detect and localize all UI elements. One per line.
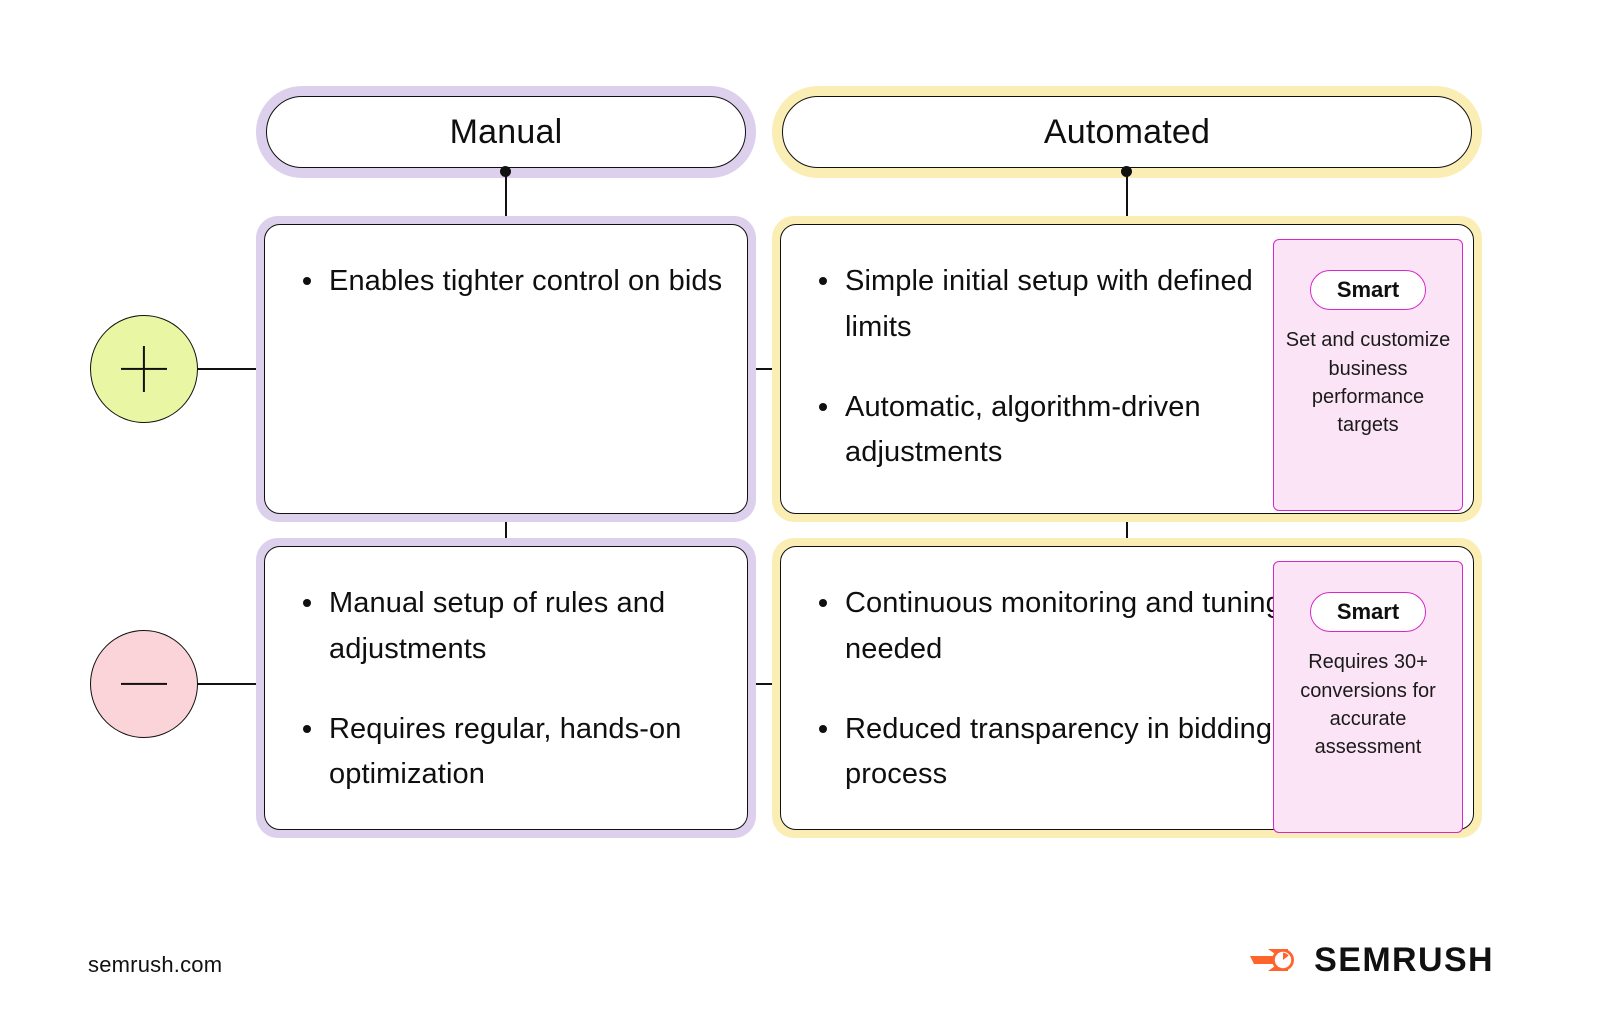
connector-dot-automated (1121, 166, 1132, 177)
minus-icon (121, 661, 167, 707)
cell-manual-pros: Enables tighter control on bids (256, 216, 756, 522)
smart-callout-pros: Smart Set and customize business perform… (1273, 239, 1463, 511)
list-item: Continuous monitoring and tuning needed (815, 581, 1285, 673)
column-header-manual-inner: Manual (266, 96, 746, 168)
smart-callout-text: Requires 30+ conversions for accurate as… (1300, 651, 1436, 759)
cons-indicator-circle (90, 630, 198, 738)
bullet-dot-icon (303, 724, 311, 733)
semrush-comet-icon (1250, 949, 1295, 971)
cell-manual-pros-inner: Enables tighter control on bids (264, 224, 748, 514)
smart-badge: Smart (1309, 592, 1427, 633)
footer-url: semrush.com (88, 952, 223, 977)
list-item: Enables tighter control on bids (299, 259, 722, 305)
column-header-manual-label: Manual (449, 113, 563, 151)
semrush-logo: SEMRUSH (1248, 940, 1494, 980)
pros-indicator-circle (90, 315, 198, 423)
bullet-list-automated-cons: Continuous monitoring and tuning needed … (781, 547, 1285, 798)
cell-automated-cons: Continuous monitoring and tuning needed … (772, 538, 1482, 838)
smart-callout-cons: Smart Requires 30+ conversions for accur… (1273, 561, 1463, 833)
cell-automated-pros: Simple initial setup with defined limits… (772, 216, 1482, 522)
list-item: Manual setup of rules and adjustments (299, 581, 747, 673)
connector-dot-manual (500, 166, 511, 177)
bullet-dot-icon (819, 599, 827, 607)
column-header-manual: Manual (256, 86, 756, 178)
cell-automated-pros-inner: Simple initial setup with defined limits… (780, 224, 1474, 514)
bullet-dot-icon (303, 277, 311, 285)
column-header-automated-inner: Automated (782, 96, 1472, 168)
smart-callout-text: Set and customize business performance t… (1285, 329, 1451, 437)
list-item: Reduced transparency in bidding process (815, 707, 1285, 799)
plus-icon (121, 346, 167, 392)
smart-badge: Smart (1309, 270, 1427, 311)
cell-automated-cons-inner: Continuous monitoring and tuning needed … (780, 546, 1474, 833)
connector-manual-header-to-box (505, 172, 507, 224)
semrush-wordmark: SEMRUSH (1314, 941, 1494, 979)
list-item: Simple initial setup with defined limits (815, 259, 1285, 351)
bullet-list-manual-pros: Enables tighter control on bids (265, 225, 722, 305)
cell-manual-cons: Manual setup of rules and adjustments Re… (256, 538, 756, 838)
connector-plus-to-manual (197, 368, 259, 370)
bullet-dot-icon (819, 277, 827, 285)
connector-minus-to-manual (197, 683, 259, 685)
list-item: Requires regular, hands-on optimization (299, 707, 747, 799)
column-header-automated-label: Automated (1043, 113, 1211, 151)
bullet-dot-icon (819, 402, 827, 411)
connector-manual-to-automated-pros (752, 368, 778, 370)
list-item: Automatic, algorithm-driven adjustments (815, 385, 1285, 477)
cell-manual-cons-inner: Manual setup of rules and adjustments Re… (264, 546, 748, 830)
bullet-list-automated-pros: Simple initial setup with defined limits… (781, 225, 1285, 476)
bullet-dot-icon (303, 599, 311, 607)
bullet-list-manual-cons: Manual setup of rules and adjustments Re… (265, 547, 747, 798)
connector-manual-between-rows (505, 518, 507, 544)
connector-manual-to-automated-cons (752, 683, 778, 685)
bullet-dot-icon (819, 724, 827, 733)
connector-automated-between-rows (1126, 518, 1128, 544)
column-header-automated: Automated (772, 86, 1482, 178)
connector-automated-header-to-box (1126, 172, 1128, 224)
